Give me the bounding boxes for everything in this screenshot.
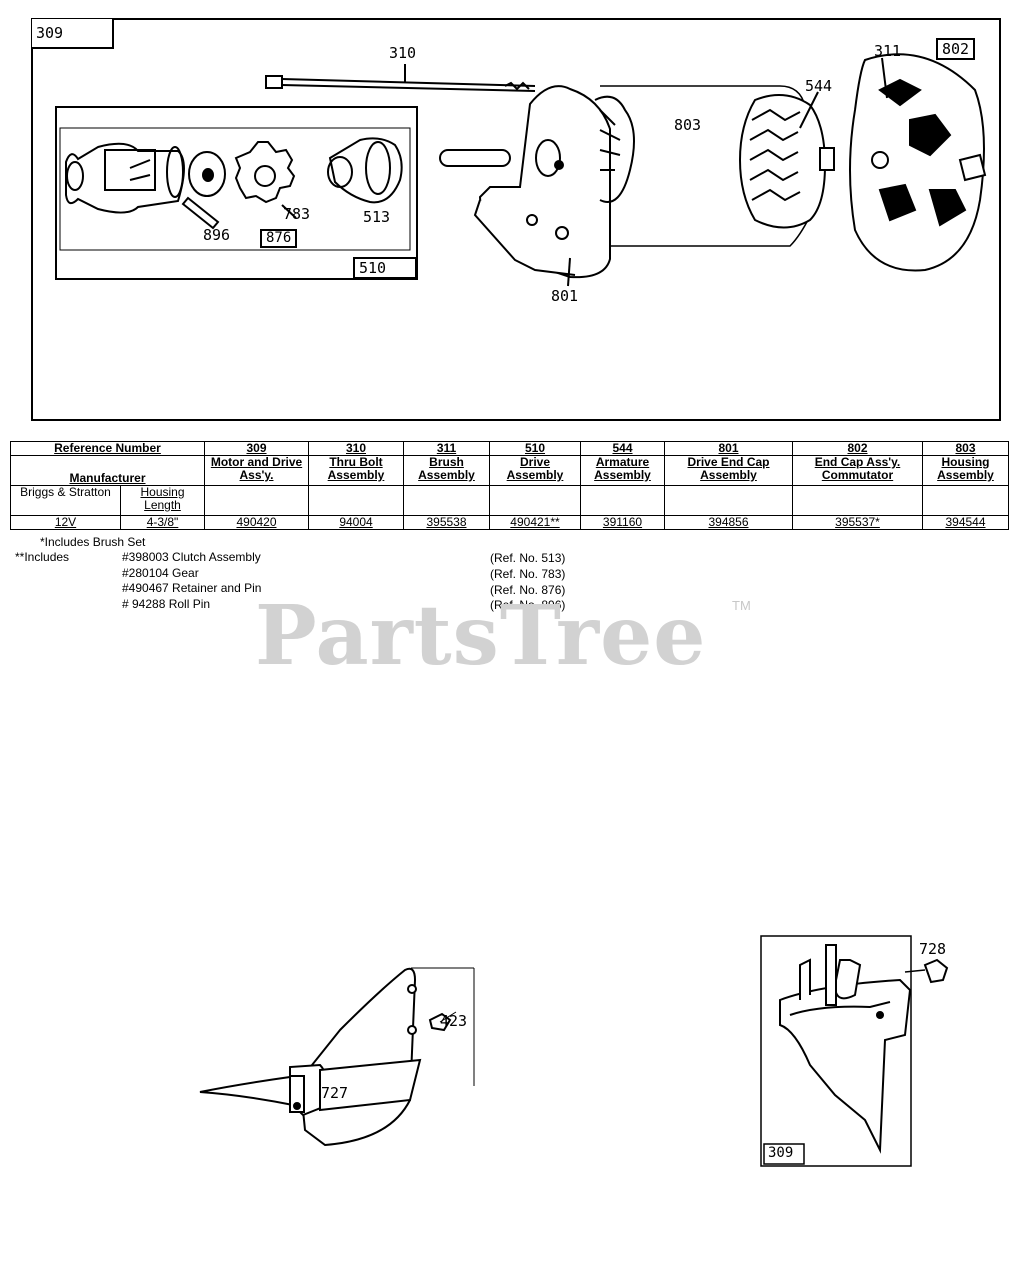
ref-802: 802: [792, 441, 923, 456]
desc-803: Housing Assembly: [922, 455, 1009, 486]
callout-544: 544: [805, 77, 833, 95]
part-number-row: 12V 4-3/8" 490420 94004 395538 490421** …: [10, 515, 1009, 530]
callout-801: 801: [551, 287, 579, 305]
includes-item-1: #398003 Clutch Assembly: [122, 550, 261, 564]
callout-513: 513: [363, 208, 391, 226]
callout-310: 310: [389, 44, 417, 62]
description-row: Manufacturer Motor and Drive Ass'y. Thru…: [10, 455, 1009, 486]
part-510: 490421**: [489, 515, 581, 530]
partstree-watermark: PartsTree: [255, 588, 707, 684]
includes-label: **Includes: [15, 550, 70, 564]
end-cap-part: [849, 53, 987, 272]
includes-ref-3: (Ref. No. 876): [490, 583, 566, 597]
includes-ref-2: (Ref. No. 783): [490, 567, 566, 581]
includes-item-4: # 94288 Roll Pin: [122, 597, 211, 611]
ref-510: 510: [489, 441, 581, 456]
part-544: 391160: [580, 515, 665, 530]
mfr-value: 12V: [10, 515, 121, 530]
part-802: 395537*: [792, 515, 923, 530]
callout-311: 311: [874, 42, 902, 60]
ref-544: 544: [580, 441, 665, 456]
part-310: 94004: [308, 515, 404, 530]
parts-table: Reference Number 309 310 311 510 544 801…: [10, 441, 1009, 530]
includes-item-2: #280104 Gear: [122, 566, 199, 580]
ref-311: 311: [403, 441, 490, 456]
callout-423: 423: [440, 1012, 468, 1030]
thru-bolt-part: [265, 64, 536, 92]
desc-802: End Cap Ass'y. Commutator: [792, 455, 923, 486]
includes-ref-1: (Ref. No. 513): [490, 551, 566, 565]
ref-number-label: Reference Number: [10, 441, 205, 456]
mfr-header-row: Briggs & Stratton Housing Length: [10, 485, 1009, 516]
ref-801: 801: [664, 441, 793, 456]
trademark-mark: TM: [732, 598, 751, 613]
includes-item-3: #490467 Retainer and Pin: [122, 581, 262, 595]
drive-assembly-parts: [65, 137, 403, 230]
armature-part: [738, 91, 835, 229]
part-309: 490420: [204, 515, 309, 530]
callout-727: 727: [321, 1084, 349, 1102]
desc-510: Drive Assembly: [489, 455, 581, 486]
ref-box-309-bottom: 309: [768, 1145, 794, 1161]
part-803: 394544: [922, 515, 1009, 530]
desc-309: Motor and Drive Ass'y.: [204, 455, 309, 486]
callout-803: 803: [674, 116, 702, 134]
housing-col-header: Housing Length: [120, 485, 205, 516]
ref-803: 803: [922, 441, 1009, 456]
drive-end-cap-part: [439, 85, 635, 287]
callout-896: 896: [203, 226, 231, 244]
ref-310: 310: [308, 441, 404, 456]
desc-310: Thru Bolt Assembly: [308, 455, 404, 486]
desc-311: Brush Assembly: [403, 455, 490, 486]
callout-728: 728: [919, 940, 947, 958]
desc-801: Drive End Cap Assembly: [664, 455, 793, 486]
ref-number-row: Reference Number 309 310 311 510 544 801…: [10, 441, 1009, 456]
callout-783: 783: [283, 205, 311, 223]
ref-box-876: 876: [260, 229, 298, 248]
part-311: 395538: [403, 515, 490, 530]
mfr-col-header: Briggs & Stratton: [10, 485, 121, 516]
ref-box-309: 309: [32, 19, 114, 49]
starter-drawing: [31, 18, 1001, 421]
includes-ref-4: (Ref. No. 896): [490, 598, 566, 612]
brush-set-note: *Includes Brush Set: [40, 535, 146, 549]
ref-box-510: 510: [353, 257, 417, 279]
part-801: 394856: [664, 515, 793, 530]
housing-value: 4-3/8": [120, 515, 205, 530]
ref-box-802: 802: [936, 38, 976, 60]
ref-309: 309: [204, 441, 309, 456]
desc-544: Armature Assembly: [580, 455, 665, 486]
manufacturer-label: Manufacturer: [10, 455, 205, 486]
